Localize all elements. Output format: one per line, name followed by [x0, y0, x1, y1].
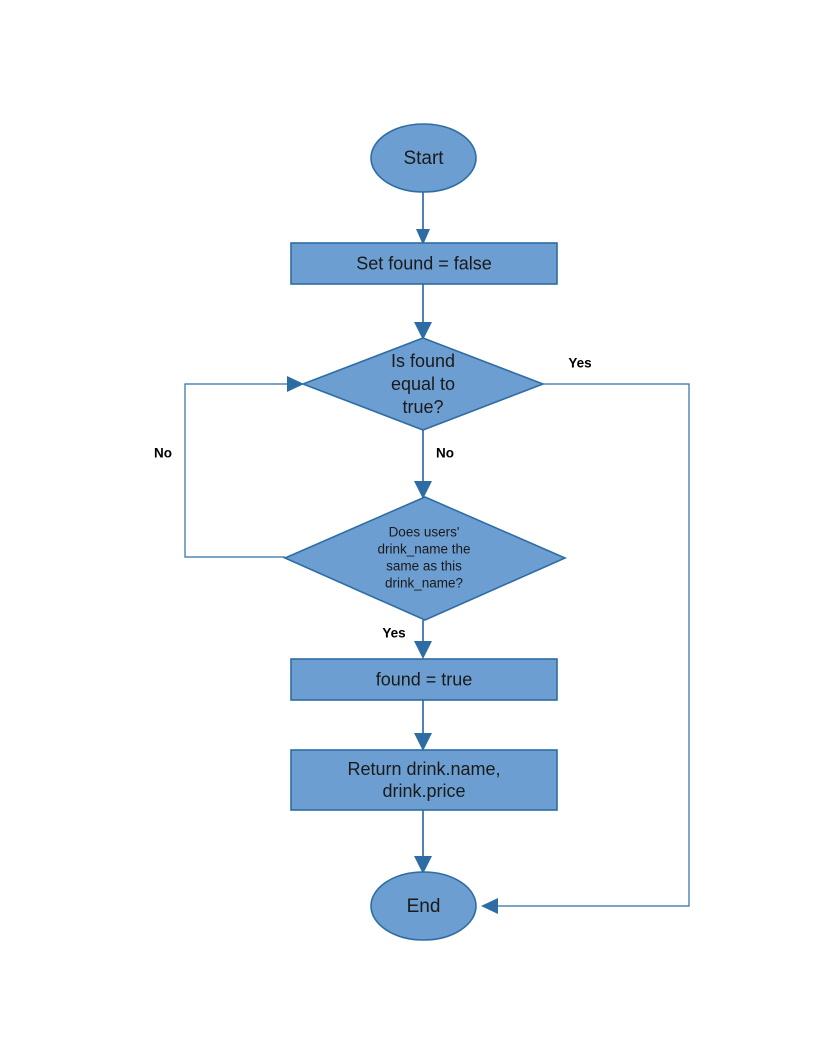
node-return-drink[interactable]: Return drink.name, drink.price — [290, 749, 558, 811]
edge-found-true-to-return — [414, 700, 432, 751]
node-return-drink-line2: drink.price — [382, 781, 465, 801]
node-set-found-false[interactable]: Set found = false — [290, 242, 558, 285]
edge-return-to-end — [414, 810, 432, 874]
node-start[interactable]: Start — [370, 123, 477, 193]
node-end[interactable]: End — [370, 871, 477, 941]
edge-label-decision2-no-loop: No — [154, 446, 172, 461]
node-end-label: End — [407, 896, 441, 917]
node-return-drink-line1: Return drink.name, — [347, 759, 500, 779]
node-decision-drink-name-line3: same as this — [386, 559, 462, 574]
edge-decision1-no-to-decision2 — [414, 430, 432, 499]
edge-set-found-to-decision1 — [414, 284, 432, 340]
node-found-true[interactable]: found = true — [290, 658, 558, 701]
edge-decision2-no-loop-to-decision1 — [184, 376, 304, 558]
node-set-found-false-label: Set found = false — [356, 253, 492, 273]
edge-decision2-yes-to-found-true — [414, 620, 432, 659]
node-decision-drink-name-match[interactable]: Does users' drink_name the same as this … — [283, 496, 567, 621]
node-decision-is-found-true-line3: true? — [402, 397, 443, 417]
node-decision-is-found-true-line2: equal to — [391, 374, 455, 394]
node-decision-drink-name-line1: Does users' — [389, 525, 460, 540]
edge-label-decision1-no: No — [436, 446, 454, 461]
node-decision-drink-name-line4: drink_name? — [385, 576, 463, 591]
node-found-true-label: found = true — [376, 669, 473, 689]
node-decision-drink-name-line2: drink_name the — [377, 542, 470, 557]
edge-label-decision1-yes: Yes — [568, 356, 591, 371]
node-decision-is-found-true[interactable]: Is found equal to true? — [300, 337, 546, 431]
node-decision-is-found-true-line1: Is found — [391, 351, 455, 371]
edge-decision1-yes-to-end — [481, 383, 690, 914]
edge-label-decision2-yes: Yes — [382, 626, 405, 641]
edge-start-to-set-found — [416, 192, 430, 245]
node-start-label: Start — [403, 148, 444, 169]
